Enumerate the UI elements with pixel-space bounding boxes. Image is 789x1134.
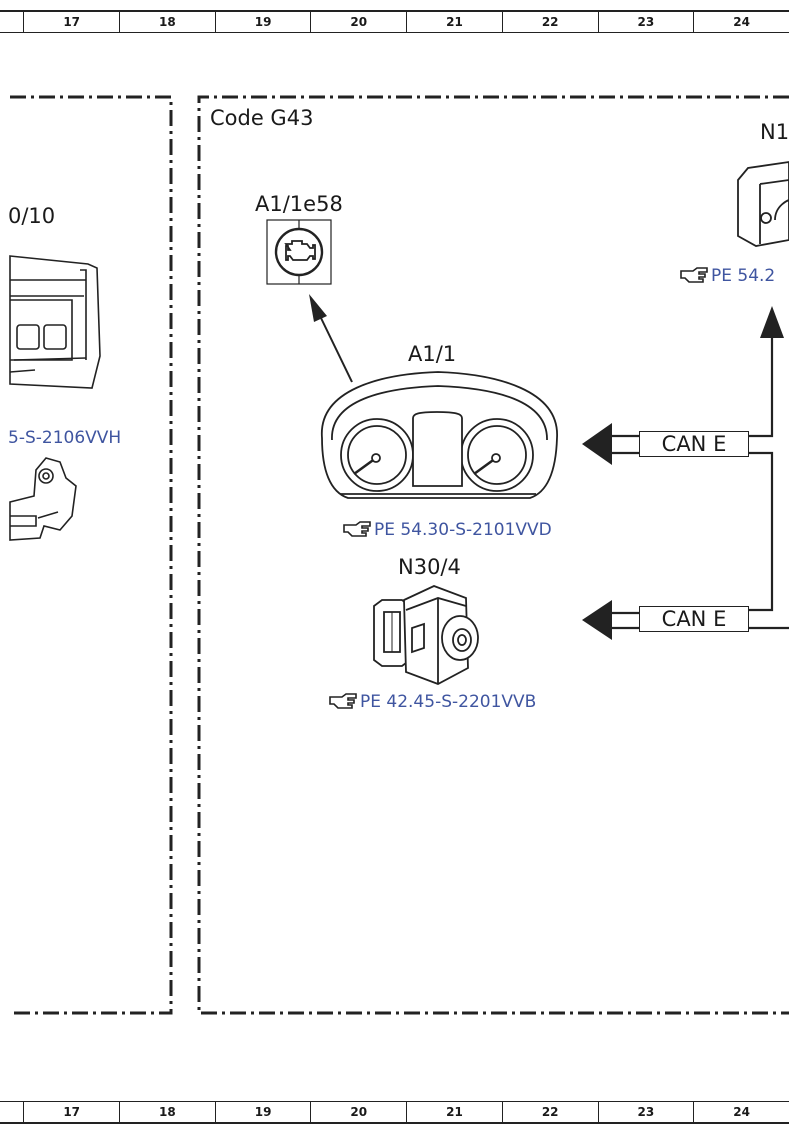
can-bus-arrow-upper (582, 423, 612, 465)
left-partial-label: 0/10 (8, 204, 56, 228)
ruler-col: 18 (120, 12, 216, 32)
esp-ref-link[interactable]: PE 42.45-S-2201VVB (360, 692, 537, 712)
cluster-label: A1/1 (408, 342, 457, 366)
code-frame (197, 95, 789, 1015)
ruler-stub (0, 12, 25, 32)
pointing-hand-icon (329, 693, 357, 709)
ruler-col: 22 (503, 1102, 599, 1122)
ruler-col: 24 (733, 15, 750, 29)
cluster-ref-link[interactable]: PE 54.30-S-2101VVD (374, 520, 552, 540)
left-partial-ref[interactable]: 5-S-2106VVH (8, 428, 122, 448)
ruler-col: 21 (407, 12, 503, 32)
ruler-col: 17 (24, 1102, 121, 1122)
signal-arrow-right-unit (760, 306, 784, 338)
ruler-col: 17 (24, 12, 121, 32)
ruler-col: 24 (733, 1105, 750, 1119)
can-bus-label-upper: CAN E (639, 431, 749, 457)
ruler-col: 18 (120, 1102, 216, 1122)
can-bus-wiring (610, 336, 789, 630)
pointing-hand-icon (343, 521, 371, 537)
right-unit-icon (737, 161, 789, 247)
ruler-col: 23 (599, 12, 695, 32)
indicator-label: A1/1e58 (255, 192, 343, 216)
left-connector-icon (9, 255, 101, 389)
ruler-col: 20 (311, 12, 408, 32)
ruler-col: 19 (216, 1102, 312, 1122)
column-ruler-top: 17 18 19 20 21 22 23 24 (0, 10, 789, 33)
can-bus-label-lower: CAN E (639, 606, 749, 632)
pointing-hand-icon (680, 267, 708, 283)
column-ruler-bottom: 17 18 19 20 21 22 23 24 (0, 1101, 789, 1124)
signal-arrow (309, 294, 353, 383)
code-label: Code G43 (210, 106, 314, 130)
engine-check-lamp-icon (266, 219, 332, 285)
left-sensor-icon (9, 457, 77, 541)
left-frame (10, 95, 173, 1015)
instrument-cluster-icon (321, 371, 558, 499)
ruler-stub (0, 1102, 25, 1122)
can-bus-arrow-lower (582, 600, 612, 640)
right-unit-label: N1 (760, 120, 789, 144)
ruler-col: 20 (311, 1102, 408, 1122)
right-unit-ref-link[interactable]: PE 54.2 (711, 266, 776, 286)
ruler-col: 21 (407, 1102, 503, 1122)
ruler-col: 22 (503, 12, 599, 32)
esp-label: N30/4 (398, 555, 461, 579)
ruler-col: 19 (216, 12, 312, 32)
ruler-col: 23 (599, 1102, 695, 1122)
esp-control-unit-icon (373, 585, 479, 685)
